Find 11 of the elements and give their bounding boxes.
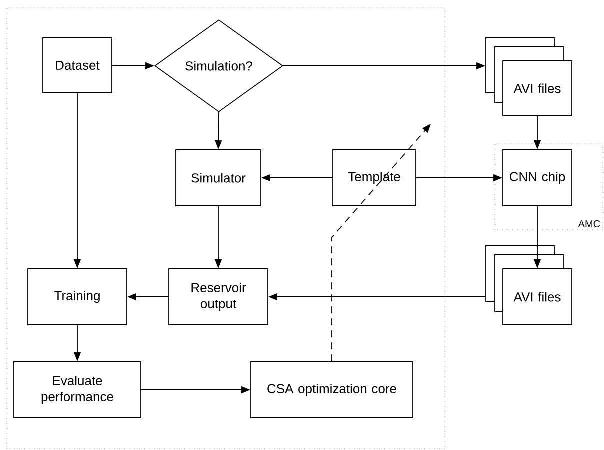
process-box: Template [332,150,416,206]
process-box: Training [28,268,128,326]
process-box: Simulator [176,150,262,206]
group-frame [6,8,446,450]
process-box: Reservoir output [168,268,268,326]
process-box: Dataset [42,38,112,94]
process-box: Evaluate performance [14,362,142,418]
file-stack: AVI files [486,246,572,326]
process-box: CSA optimization core [250,362,414,418]
file-stack: AVI files [486,38,572,116]
process-box: CNN chip [502,150,572,206]
